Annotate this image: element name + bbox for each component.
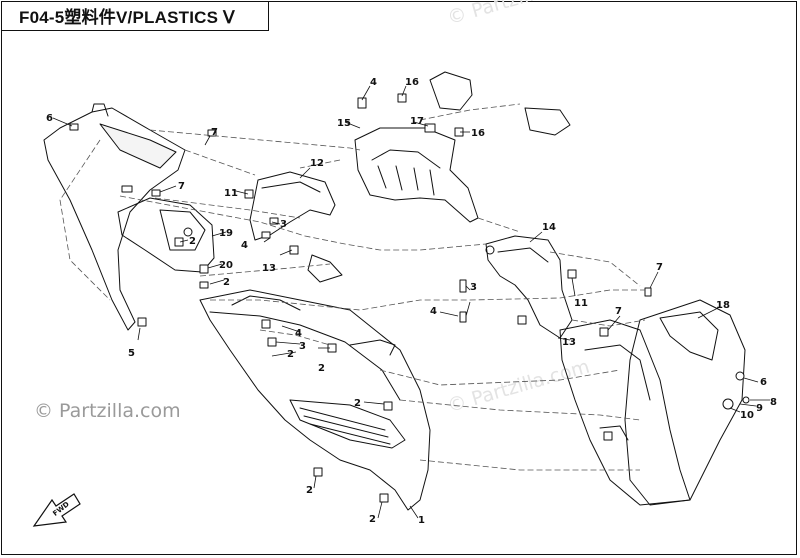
callout-4-b: 4 xyxy=(295,328,302,339)
callout-2-bottom-a: 2 xyxy=(306,485,313,496)
upper-bracket-part xyxy=(354,127,479,223)
callout-6-right: 6 xyxy=(760,377,767,388)
callout-6-left: 6 xyxy=(46,113,53,124)
fwd-arrow-icon xyxy=(32,493,81,527)
callout-8: 8 xyxy=(770,397,777,408)
callout-5: 5 xyxy=(128,348,135,359)
callout-4-right: 4 xyxy=(430,306,437,317)
callout-2-left-a: 2 xyxy=(189,236,196,247)
right-side-cover-part xyxy=(624,299,746,506)
callout-1: 1 xyxy=(418,515,425,526)
watermark-bottom-left: © Partzilla.com xyxy=(34,400,181,422)
callout-19: 19 xyxy=(219,228,233,239)
center-bracket-part xyxy=(249,171,336,241)
callout-12: 12 xyxy=(310,158,324,169)
callout-11-right: 11 xyxy=(574,298,588,309)
callout-16-right: 16 xyxy=(471,128,485,139)
callout-3-b: 3 xyxy=(299,341,306,352)
callout-10: 10 xyxy=(740,410,754,421)
callout-4-top: 4 xyxy=(370,77,377,88)
front-body-shell-part xyxy=(199,289,431,511)
callout-13-left: 13 xyxy=(262,263,276,274)
callout-4-a: 4 xyxy=(241,240,248,251)
callout-7-top: 7 xyxy=(211,127,218,138)
callout-20: 20 xyxy=(219,260,233,271)
callout-7-mid: 7 xyxy=(178,181,185,192)
callout-13-right: 13 xyxy=(562,337,576,348)
callout-7-right-b: 7 xyxy=(656,262,663,273)
callout-2-mid: 2 xyxy=(287,349,294,360)
callout-16-top: 16 xyxy=(405,77,419,88)
callout-17: 17 xyxy=(410,116,424,127)
callout-11-left: 11 xyxy=(224,188,238,199)
callout-2-center: 2 xyxy=(318,363,325,374)
left-side-cover-part xyxy=(43,107,186,331)
right-lower-fairing-part xyxy=(559,319,691,506)
callout-3-a: 3 xyxy=(280,219,287,230)
callout-3-right: 3 xyxy=(470,282,477,293)
callout-2-lower: 2 xyxy=(354,398,361,409)
diagram-title: F04-5塑料件V/PLASTICS Ⅴ xyxy=(1,1,269,31)
callout-2-bottom-b: 2 xyxy=(369,514,376,525)
callout-7-right-a: 7 xyxy=(615,306,622,317)
right-bracket-part xyxy=(485,235,573,339)
callout-2-left-b: 2 xyxy=(223,277,230,288)
callout-14: 14 xyxy=(542,222,556,233)
callout-15: 15 xyxy=(337,118,351,129)
fastener-group xyxy=(69,93,750,503)
callout-9: 9 xyxy=(756,403,763,414)
callout-labels: 6 7 7 11 12 4 16 15 17 16 19 20 2 2 3 4 … xyxy=(46,77,777,526)
callout-18: 18 xyxy=(716,300,730,311)
